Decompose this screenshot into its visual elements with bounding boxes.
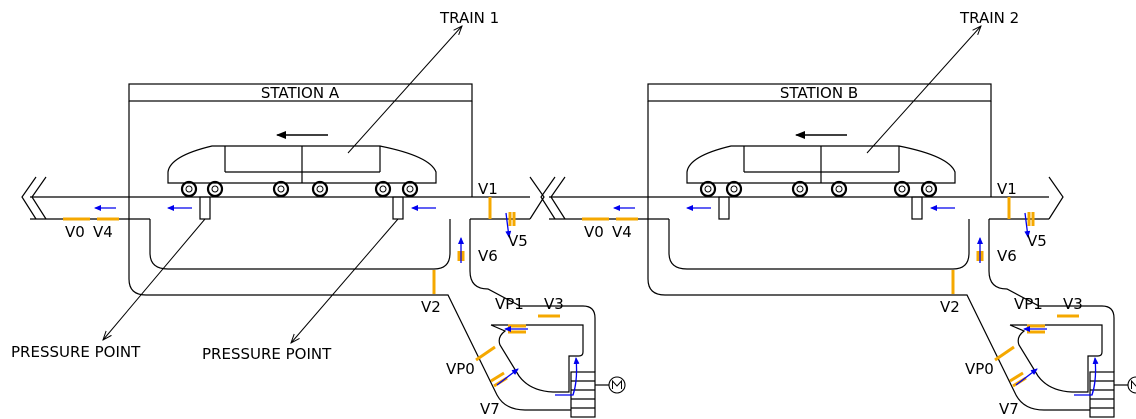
pressure-point-label: PRESSURE POINT [11,343,141,361]
valve-label-v3: V3 [1063,295,1083,313]
valve-label-v7: V7 [480,400,500,418]
valve-label-v3: V3 [544,295,564,313]
valve-label-vp1: VP1 [1014,295,1043,313]
valve-label-v5: V5 [1027,232,1047,250]
valve-label-v0: V0 [584,223,604,241]
valve-label-v1: V1 [478,180,498,198]
pressure-point-callouts [103,218,399,343]
valve-label-vp1: VP1 [495,295,524,313]
valve-label-v7: V7 [999,400,1019,418]
valve-label-v5: V5 [508,232,528,250]
valve-label-vp0: VP0 [446,360,475,378]
valve-label-v4: V4 [612,223,632,241]
valve-label-v6: V6 [997,247,1017,265]
valve-label-v2: V2 [940,298,960,316]
valve-label-v2: V2 [421,298,441,316]
train-label: TRAIN 2 [959,9,1019,27]
valve-label-v4: V4 [93,223,113,241]
station-a-unit: TRAIN 1 STATION A V0 V4 V1 V5 V6 V2 VP1 … [11,9,625,418]
pressure-point-label: PRESSURE POINT [202,345,332,363]
station-label: STATION A [261,84,340,102]
valve-label-v1: V1 [997,180,1017,198]
station-b-unit: TRAIN 2 STATION B V0 V4 V1 V5 V6 V2 VP1 … [541,9,1136,418]
valve-label-v0: V0 [65,223,85,241]
train-label: TRAIN 1 [439,9,499,27]
valve-label-v6: V6 [478,247,498,265]
station-label: STATION B [780,84,858,102]
valve-label-vp0: VP0 [965,360,994,378]
